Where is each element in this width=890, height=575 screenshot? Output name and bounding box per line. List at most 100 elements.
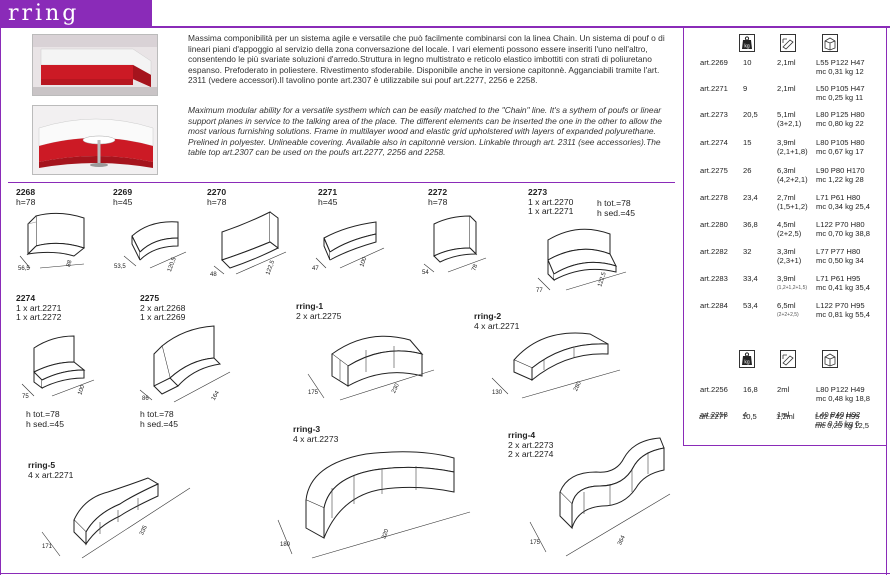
item-code: 2272 bbox=[428, 187, 448, 197]
spec-art: art.2278 bbox=[700, 193, 728, 202]
spec-package: mc 0,25 kg 11 bbox=[816, 93, 864, 102]
spec-package: mc 0,50 kg 34 bbox=[816, 256, 864, 265]
dim-width: 122,5 bbox=[597, 271, 608, 288]
spec-art: art.2283 bbox=[700, 274, 728, 283]
spec-volume-detail: (2,1+1,8) bbox=[777, 147, 808, 156]
item-code: 2275 bbox=[140, 293, 160, 303]
spec-header: kg bbox=[684, 34, 887, 56]
item-2273: 2273 1 x art.2270 1 x art.2271 bbox=[528, 187, 573, 217]
spec-dimensions: L122 P70 H80 bbox=[816, 220, 865, 229]
left-border bbox=[0, 26, 1, 575]
item-code: 2269 bbox=[113, 187, 133, 197]
drawing-2275: 86 164 bbox=[134, 320, 254, 406]
dim-width: 230 bbox=[391, 382, 401, 394]
item-height-seat: h sed.=45 bbox=[597, 207, 635, 218]
item-note: h=45 bbox=[113, 196, 133, 207]
item-height-seat: h sed.=45 bbox=[140, 418, 178, 429]
dim-depth: 86 bbox=[142, 396, 149, 402]
dim-depth: 75 bbox=[22, 394, 29, 400]
spec-dimensions: L40 P40 H92 bbox=[816, 410, 861, 419]
spec-package: mc 0,31 kg 12 bbox=[816, 67, 864, 76]
spec-kg: 20,5 bbox=[743, 110, 758, 119]
spec-volume: 2,1ml bbox=[777, 58, 796, 67]
spec-kg: 36,8 bbox=[743, 220, 758, 229]
spec-dimensions: L50 P105 H47 bbox=[816, 84, 865, 93]
item-2270: 2270 h=78 bbox=[207, 187, 227, 207]
product-photo-round-sofa bbox=[32, 105, 158, 175]
spec-row: art.2271 9 2,1ml L50 P105 H47 mc 0,25 kg… bbox=[684, 84, 887, 114]
description-italian: Massima componibilità per un sistema agi… bbox=[188, 33, 665, 86]
spec-dimensions: L80 P122 H49 bbox=[816, 385, 865, 394]
spec-dimensions: L77 P77 H80 bbox=[816, 247, 861, 256]
spec-art: art.2256 bbox=[700, 385, 728, 394]
spec-volume-detail: (3+2,1) bbox=[777, 119, 802, 128]
spec-art: art.2284 bbox=[700, 301, 728, 310]
package-icon bbox=[822, 350, 838, 368]
item-2273-heights: h tot.=78 h sed.=45 bbox=[597, 198, 635, 218]
item-note: 4 x art.2271 bbox=[474, 320, 520, 331]
spec-volume: 2ml bbox=[777, 385, 790, 394]
dim-depth: 48 bbox=[210, 272, 217, 278]
dim-depth: 54 bbox=[422, 270, 429, 276]
spec-package: mc 0,81 kg 55,4 bbox=[816, 310, 871, 319]
drawing-2273: 77 122,5 bbox=[530, 214, 640, 294]
item-note: 2 x art.2274 bbox=[508, 449, 554, 460]
spec-row: art.2256 16,8 2ml L80 P122 H49 mc 0,48 k… bbox=[684, 385, 887, 415]
spec-package: mc 0,25 kg 12,5 bbox=[815, 421, 870, 430]
drawing-rring-1: 175 230 bbox=[298, 324, 448, 404]
dim-depth: 47 bbox=[312, 266, 319, 272]
spec-row: art.2258 4 1ml L40 P40 H92 mc 0,15 kg 6 bbox=[684, 410, 887, 440]
dim-width: 320 bbox=[381, 528, 390, 540]
spec-volume-detail: (4,2+2,1) bbox=[777, 175, 808, 184]
dim-width: 335 bbox=[139, 524, 149, 536]
spec-volume: 3,9ml bbox=[777, 274, 796, 283]
item-code: rring-2 bbox=[474, 311, 502, 321]
item-note: 4 x art.2273 bbox=[293, 433, 339, 444]
spec-dimensions: L62 P42 H95 bbox=[815, 412, 860, 421]
dim-width: 78 bbox=[471, 263, 479, 272]
dim-width: 364 bbox=[617, 534, 627, 546]
product-photo-corner-sofa bbox=[32, 34, 158, 96]
spec-volume: 1,2ml bbox=[776, 412, 795, 421]
item-note: 1 x art.2272 bbox=[16, 312, 62, 323]
spec-art: art.2274 bbox=[700, 138, 728, 147]
svg-text:kg: kg bbox=[744, 360, 750, 366]
spec-volume: 5,1ml bbox=[777, 110, 796, 119]
weight-kg-icon: kg bbox=[739, 350, 755, 368]
package-icon bbox=[822, 34, 838, 52]
spec-volume-detail: (2+2+2,5) bbox=[777, 312, 799, 318]
drawing-2270: 48 122,5 bbox=[206, 208, 301, 280]
item-rring-2: rring-2 4 x art.2271 bbox=[474, 311, 520, 331]
spec-row: art.2273 20,5 5,1ml (3+2,1) L80 P125 H80… bbox=[684, 110, 887, 140]
item-code: 2273 bbox=[528, 187, 548, 197]
dim-width: 164 bbox=[211, 389, 222, 401]
spec-package: mc 0,48 kg 18,8 bbox=[816, 394, 871, 403]
spec-row: art.2274 15 3,9ml (2,1+1,8) L80 P105 H80… bbox=[684, 138, 887, 168]
drawing-2274: 75 100 bbox=[12, 322, 112, 402]
spec-volume: 3,3ml bbox=[777, 247, 796, 256]
description-english: Maximum modular ability for a versatile … bbox=[188, 105, 662, 158]
spec-package: mc 0,41 kg 35,4 bbox=[816, 283, 871, 292]
spec-art: art.2280 bbox=[700, 220, 728, 229]
spec-volume-detail: (2+2,5) bbox=[777, 229, 802, 238]
dim-depth: 175 bbox=[530, 540, 541, 546]
drawing-rring-5: 171 335 bbox=[20, 470, 200, 560]
item-rring-3: rring-3 4 x art.2273 bbox=[293, 424, 339, 444]
dim-width: 100 bbox=[359, 256, 368, 268]
spec-row: art.2283 33,4 3,9ml (1,2+1,2+1,5) L71 P6… bbox=[684, 274, 887, 304]
spec-package: mc 0,80 kg 22 bbox=[816, 119, 864, 128]
dim-depth: 180 bbox=[280, 542, 291, 548]
item-note: h=78 bbox=[207, 196, 227, 207]
item-2275-heights: h tot.=78 h sed.=45 bbox=[140, 409, 178, 429]
item-2269: 2269 h=45 bbox=[113, 187, 133, 207]
item-code: 2270 bbox=[207, 187, 227, 197]
item-2268: 2268 h=78 bbox=[16, 187, 35, 207]
item-2271: 2271 h=45 bbox=[318, 187, 337, 207]
top-border bbox=[0, 26, 890, 28]
spec-package: mc 0,70 kg 38,8 bbox=[816, 229, 871, 238]
spec-kg: 53,4 bbox=[743, 301, 758, 310]
drawing-rring-3: 180 320 bbox=[270, 442, 480, 562]
section-divider bbox=[8, 182, 675, 183]
dim-depth: 53,5 bbox=[114, 264, 126, 270]
volume-icon bbox=[780, 350, 796, 368]
